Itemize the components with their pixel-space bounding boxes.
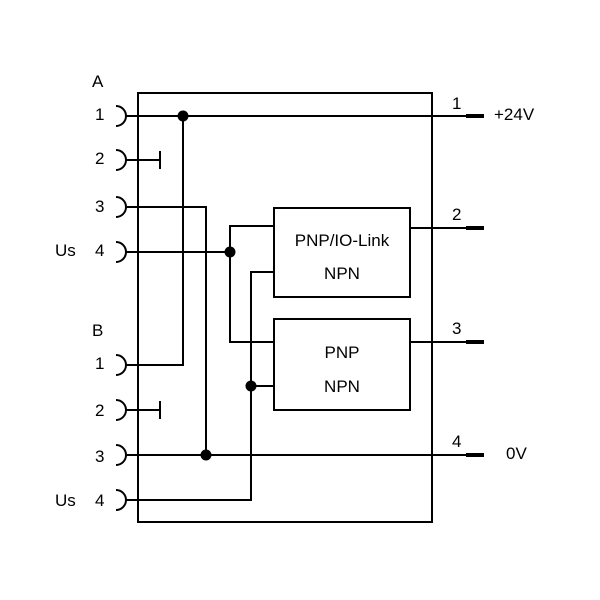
connector-b-pin-1-number: 1 bbox=[95, 354, 104, 373]
connector-a-pin-1-socket bbox=[115, 105, 127, 127]
lower-block-line-1: PNP bbox=[325, 343, 360, 362]
connector-a-pin-1-number: 1 bbox=[95, 105, 104, 124]
pnp-io-link-block bbox=[273, 207, 411, 298]
connector-b-pin-1-socket bbox=[115, 354, 127, 376]
output-1-number: 1 bbox=[452, 94, 461, 113]
a4-to-lower-block-wire bbox=[229, 252, 274, 343]
junction-dot bbox=[224, 246, 236, 258]
connector-a-pin-4-number: 4 bbox=[95, 241, 104, 260]
junction-dot bbox=[200, 449, 212, 461]
connector-b-pin-3-socket bbox=[115, 444, 127, 466]
lower-block-line-2: NPN bbox=[324, 377, 360, 396]
output-4-number: 4 bbox=[452, 432, 461, 451]
junction-dot bbox=[177, 110, 189, 122]
a4-to-upper-block-wire bbox=[229, 225, 274, 252]
a3-to-0v-wire bbox=[126, 206, 207, 455]
output-2-number: 2 bbox=[452, 205, 461, 224]
connector-b-pin-2-socket bbox=[115, 399, 127, 421]
output-3-number: 3 bbox=[452, 319, 461, 338]
module-housing bbox=[137, 92, 433, 523]
upper-block-line-2: NPN bbox=[324, 264, 360, 283]
pnp-npn-block bbox=[273, 318, 411, 411]
connector-a-pin-3-socket bbox=[115, 196, 127, 218]
connector-b-pin-3-number: 3 bbox=[95, 447, 104, 466]
output-1-label: +24V bbox=[494, 105, 535, 124]
upper-block-line-1: PNP/IO-Link bbox=[295, 231, 390, 250]
output-4-label: 0V bbox=[506, 444, 527, 463]
connector-b-label: B bbox=[92, 321, 103, 340]
connector-a-pin-2-socket bbox=[115, 149, 127, 171]
connector-b-pin-4-number: 4 bbox=[95, 491, 104, 510]
connector-a-pin-4-socket bbox=[115, 241, 127, 263]
connector-a-label: A bbox=[92, 72, 104, 91]
connector-b-pin-2-number: 2 bbox=[95, 401, 104, 420]
connector-a-pin-2-number: 2 bbox=[95, 149, 104, 168]
connector-a-pin-3-number: 3 bbox=[95, 197, 104, 216]
connector-b-pin-4-socket bbox=[115, 489, 127, 511]
b1-to-24v-wire bbox=[126, 116, 184, 366]
connector-b-pin-4-prefix: Us bbox=[55, 491, 76, 510]
connector-a-pin-4-prefix: Us bbox=[55, 241, 76, 260]
junction-dot bbox=[245, 380, 257, 392]
